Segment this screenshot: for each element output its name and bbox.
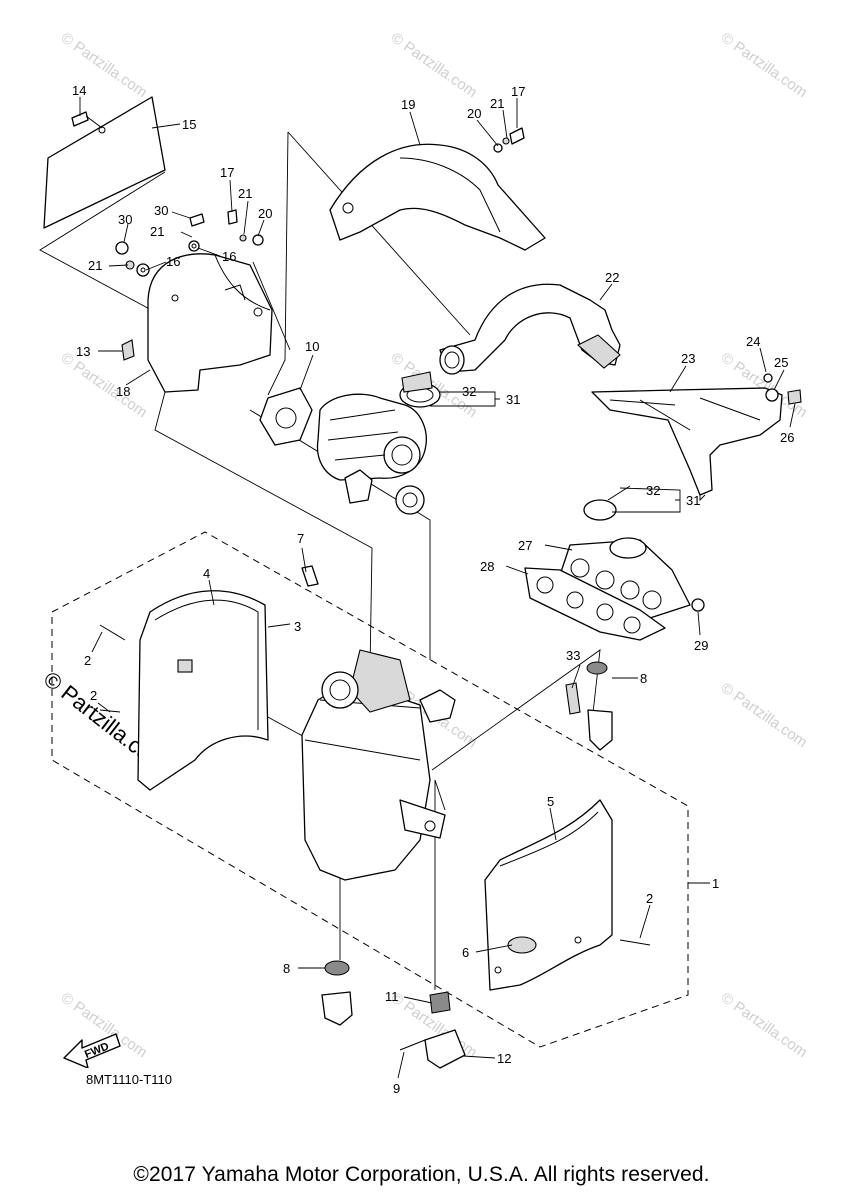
callout-32: 32 <box>462 384 476 399</box>
callout-21: 21 <box>88 258 102 273</box>
fwd-label: FWD <box>83 1040 111 1061</box>
part-31-clamp-lower <box>583 485 631 521</box>
callout-16: 16 <box>166 254 180 269</box>
callout-5: 5 <box>547 794 554 809</box>
part-10-turbocharger <box>259 387 427 515</box>
callout-27: 27 <box>518 538 532 553</box>
watermark: © Partzilla.com <box>718 29 811 101</box>
part-4-inner-cover <box>137 590 269 791</box>
callout-21: 21 <box>150 224 164 239</box>
callout-21: 21 <box>238 186 252 201</box>
callout-20: 20 <box>258 206 272 221</box>
callout-15: 15 <box>182 117 196 132</box>
callout-22: 22 <box>605 270 619 285</box>
callout-21: 21 <box>490 96 504 111</box>
callout-23: 23 <box>681 351 695 366</box>
fasteners-upper-right <box>493 127 525 153</box>
callout-31: 31 <box>506 392 520 407</box>
callout-13: 13 <box>76 344 90 359</box>
callout-17: 17 <box>220 165 234 180</box>
part-2-pins <box>99 624 651 946</box>
callout-6: 6 <box>462 945 469 960</box>
callout-16: 16 <box>222 249 236 264</box>
callout-4: 4 <box>203 566 210 581</box>
callout-14: 14 <box>72 83 86 98</box>
callout-30: 30 <box>154 203 168 218</box>
callout-30: 30 <box>118 212 132 227</box>
fwd-arrow-icon: FWD <box>63 1033 121 1068</box>
part-15-plate <box>43 96 166 229</box>
callout-8: 8 <box>283 961 290 976</box>
callout-11: 11 <box>385 989 399 1004</box>
callout-19: 19 <box>401 97 415 112</box>
part-19-heat-shield <box>329 143 546 251</box>
callout-33: 33 <box>566 648 580 663</box>
callout-12: 12 <box>497 1051 511 1066</box>
callout-18: 18 <box>116 384 130 399</box>
part-5-outer-cover <box>484 799 613 991</box>
callout-24: 24 <box>746 334 760 349</box>
callout-9: 9 <box>393 1081 400 1096</box>
callout-3: 3 <box>294 619 301 634</box>
part-14-screw <box>71 111 103 129</box>
watermark: © Partzilla.com <box>718 679 811 751</box>
part-8-mount-upper <box>586 661 613 751</box>
part-11-mount <box>429 991 451 1014</box>
part-9-bolt <box>399 1039 426 1051</box>
copyright-notice: ©2017 Yamaha Motor Corporation, U.S.A. A… <box>133 1163 710 1186</box>
callout-1: 1 <box>712 876 719 891</box>
part-code: 8MT1110-T110 <box>86 1072 172 1087</box>
watermark: © Partzilla.com <box>718 989 811 1061</box>
callouts: 1 2 2 2 3 4 5 6 7 8 8 9 10 11 12 13 14 1… <box>72 83 794 1096</box>
muffler-body <box>301 649 456 881</box>
callout-17: 17 <box>511 84 525 99</box>
part-23-protector <box>591 387 783 496</box>
callout-8: 8 <box>640 671 647 686</box>
callout-2: 2 <box>84 653 91 668</box>
callout-31: 31 <box>686 493 700 508</box>
callout-32: 32 <box>646 483 660 498</box>
callout-2: 2 <box>90 688 97 703</box>
callout-25: 25 <box>774 355 788 370</box>
part-29-nut <box>691 598 705 612</box>
part-8-mount-lower <box>321 960 353 1026</box>
watermark: © Partzilla.com <box>388 29 481 101</box>
part-22-exhaust-pipe <box>439 283 621 375</box>
part-31-clamp-upper <box>399 371 441 408</box>
part-28-gasket <box>524 567 666 641</box>
fasteners-right <box>763 373 802 405</box>
part-33-spring <box>565 682 581 715</box>
callout-26: 26 <box>780 430 794 445</box>
part-13-clip <box>121 339 135 361</box>
part-12-bracket <box>424 1029 466 1069</box>
part-18-heat-cover <box>147 253 273 393</box>
callout-29: 29 <box>694 638 708 653</box>
watermark: © Partzilla.com <box>58 349 151 421</box>
assembly-outline <box>51 531 689 1048</box>
part-7-bolt <box>301 565 319 587</box>
callout-10: 10 <box>305 339 319 354</box>
callout-2: 2 <box>646 891 653 906</box>
callout-7: 7 <box>297 531 304 546</box>
callout-28: 28 <box>480 559 494 574</box>
callout-20: 20 <box>467 106 481 121</box>
callout-leaders <box>79 97 796 1079</box>
